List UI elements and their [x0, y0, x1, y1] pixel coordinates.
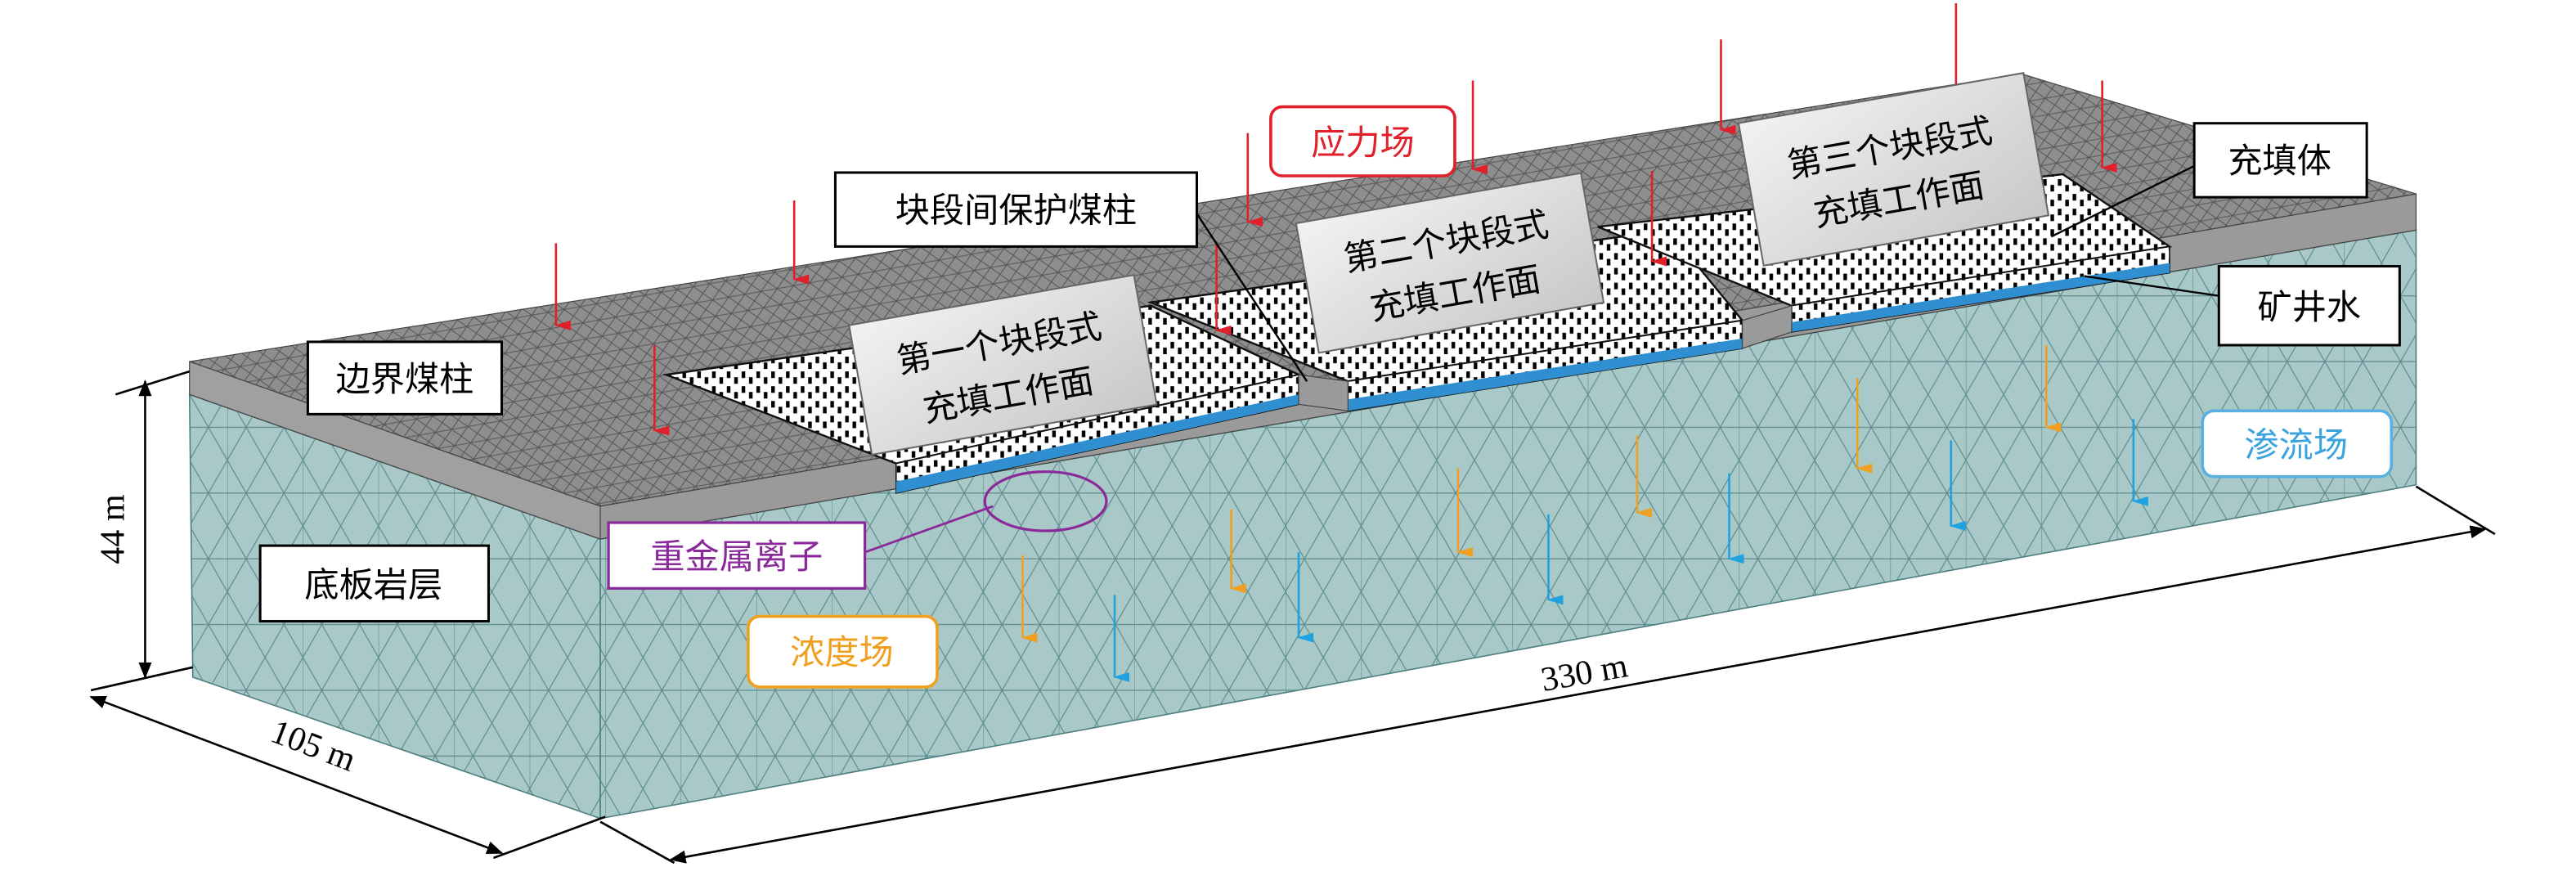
- mine-water-leader: [2084, 275, 2219, 297]
- work-face-card-2: 第二个块段式 充填工作面: [1295, 172, 1605, 354]
- concentration-field-text: 浓度场: [790, 632, 894, 672]
- mine-water-layer: [895, 394, 1299, 493]
- dimension-width: [89, 695, 606, 860]
- floor-rock-text: 底板岩层: [304, 564, 442, 604]
- stress-arrows: [554, 3, 2117, 436]
- label-backfill: 充填体: [2192, 122, 2368, 199]
- label-protective-pillar: 块段间保护煤柱: [833, 171, 1198, 248]
- inter-block-pillar-edge: [1298, 374, 1349, 412]
- seepage-field-text: 渗流场: [2244, 425, 2348, 465]
- mine-water-text: 矿井水: [2258, 287, 2362, 327]
- work-face-card-3: 第三个块段式 充填工作面: [1737, 72, 2050, 267]
- backfill-leader: [2050, 164, 2195, 238]
- height-dimension-text: 44 m: [93, 494, 132, 564]
- backfill-text: 充填体: [2228, 141, 2331, 181]
- heavy-metal-ions-text: 重金属离子: [650, 537, 823, 577]
- stress-field-text: 应力场: [1311, 123, 1415, 163]
- label-boundary-pillar: 边界煤柱: [306, 340, 504, 416]
- inter-block-pillar-edge: [1741, 304, 1793, 349]
- dimension-length: [599, 485, 2496, 865]
- label-stress-field: 应力场: [1269, 105, 1456, 177]
- protective-pillar-text: 块段间保护煤柱: [895, 190, 1137, 230]
- label-mine-water: 矿井水: [2217, 265, 2401, 347]
- protective-pillar-leader: [1196, 213, 1308, 382]
- label-concentration-field: 浓度场: [747, 614, 939, 689]
- label-seepage-field: 渗流场: [2201, 409, 2394, 478]
- label-floor-rock: 底板岩层: [258, 544, 490, 623]
- label-heavy-metal-ions: 重金属离子: [607, 521, 867, 590]
- boundary-pillar-text: 边界煤柱: [336, 359, 474, 399]
- dimension-height: [90, 370, 194, 692]
- work-face-card-1: 第一个块段式 充填工作面: [848, 274, 1158, 456]
- length-dimension-text: 330 m: [1538, 646, 1631, 699]
